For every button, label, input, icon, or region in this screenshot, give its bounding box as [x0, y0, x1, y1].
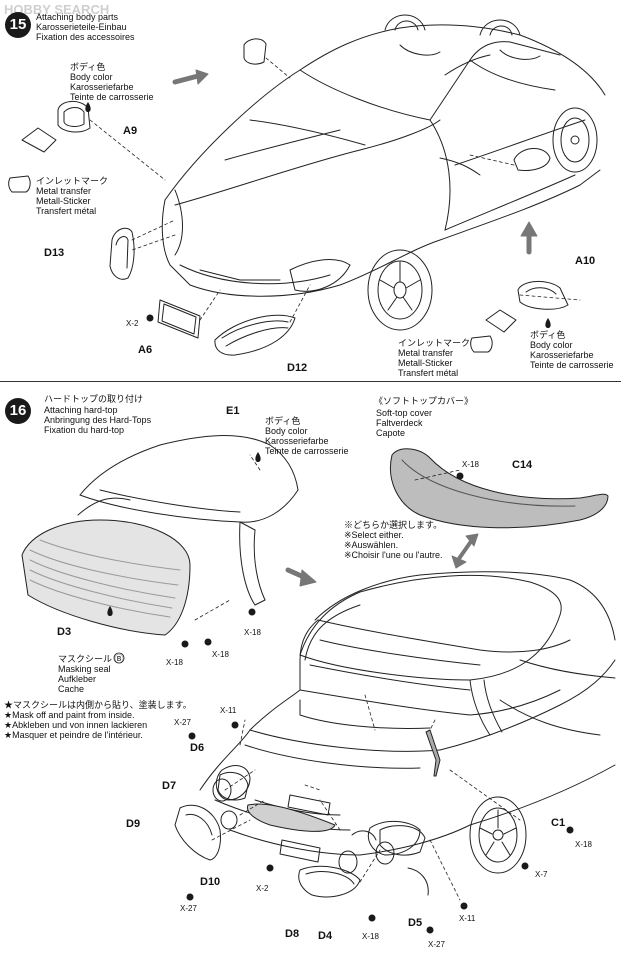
paint-note-en: ★Mask off and paint from inside.	[4, 710, 135, 720]
screw-label-x18-e1: X-18	[244, 628, 261, 637]
watermark-text: HOBBY SEARCH	[4, 2, 110, 17]
step16-body-color-de: Karosseriefarbe	[265, 436, 329, 446]
softtop-note-en: Soft-top cover	[376, 408, 433, 418]
step15-body-color-2-en: Body color	[530, 340, 573, 350]
step-16-number: 16	[5, 398, 31, 424]
screw-label-x18-c1: X-18	[575, 840, 592, 849]
screw-label-x7-c1: X-7	[535, 870, 548, 879]
screw-label-x27-d10: X-27	[180, 904, 197, 913]
step16-title-line-1: ハードトップの取り付け	[44, 394, 144, 404]
part-label-a9: A9	[123, 125, 138, 137]
part-label-d13: D13	[44, 247, 65, 259]
part-label-d4: D4	[318, 930, 333, 942]
masking-note-en: Masking seal	[58, 664, 111, 674]
part-d8-lens	[298, 865, 361, 898]
part-label-a10: A10	[575, 255, 596, 267]
screw-label-x18-d3b: X-18	[212, 650, 229, 659]
step15-metal-transfer-2-fr: Transfert métal	[398, 368, 459, 378]
metal-transfer-shape-2	[470, 335, 493, 353]
screw-label-x27-d5: X-27	[428, 940, 445, 949]
part-d6-d7-lenses	[212, 772, 249, 830]
part-d10-lens	[246, 803, 336, 832]
screw-label-x27-d6: X-27	[174, 718, 191, 727]
step15-body-color-de: Karosseriefarbe	[70, 82, 134, 92]
part-label-d10: D10	[200, 876, 221, 888]
part-label-a6: A6	[138, 344, 153, 356]
part-label-d9: D9	[126, 818, 141, 830]
part-a9-mirror	[21, 101, 91, 153]
screw-label-x2-d10: X-2	[256, 884, 269, 893]
softtop-note-fr: Capote	[376, 428, 406, 438]
part-d4-d5-lenses	[338, 825, 429, 896]
screw-label-x11-d5: X-11	[459, 914, 476, 923]
step15-body-color-2-de: Karosseriefarbe	[530, 350, 594, 360]
screw-label-x18-d3a: X-18	[166, 658, 183, 667]
part-label-c1: C1	[551, 817, 566, 829]
step15-body-color-2-jp: ボディ色	[530, 330, 566, 340]
part-label-c14: C14	[512, 459, 533, 471]
step15-metal-transfer-fr: Transfert métal	[36, 206, 97, 216]
part-c1-antenna	[425, 729, 441, 777]
part-a10-mirror	[485, 281, 569, 333]
step15-body-color-jp: ボディ色	[70, 62, 106, 72]
step15-body-color-fr: Teinte de carrosserie	[70, 92, 154, 102]
screw-label-x18-c14: X-18	[462, 460, 479, 469]
softtop-note-de: Faltverdeck	[376, 418, 423, 428]
metal-transfer-shape	[8, 175, 31, 193]
step15-metal-transfer-2-jp: インレットマーク	[398, 338, 471, 348]
select-note-fr: ※Choisir l'une ou l'autre.	[344, 550, 443, 560]
part-label-d5: D5	[408, 917, 423, 929]
part-d12-lens	[214, 314, 296, 356]
step16-title-line-3: Anbringung des Hard-Tops	[44, 415, 152, 425]
part-label-d12: D12	[287, 362, 308, 374]
part-a6-plate	[157, 299, 201, 339]
step15-title-line-2: Karosserieteile-Einbau	[36, 22, 127, 32]
side-mirror-right	[243, 38, 551, 171]
part-d9-lens	[174, 804, 221, 861]
part-label-d8: D8	[285, 928, 300, 940]
step16-body-color-en: Body color	[265, 426, 308, 436]
part-d3-rear-window	[21, 519, 191, 636]
screw-label-x11-d6: X-11	[220, 706, 237, 715]
masking-note-jp: マスクシール Ⓑ	[58, 654, 124, 664]
masking-note-fr: Cache	[58, 684, 85, 694]
paint-note-de: ★Abkleben und von innen lackieren	[4, 720, 148, 730]
car-body-step15	[161, 14, 606, 331]
softtop-note-jp: 《ソフトトップカバー》	[374, 396, 474, 406]
step15-metal-transfer-2-en: Metal transfer	[398, 348, 454, 358]
part-label-e1: E1	[226, 405, 240, 417]
part-d13-lens	[109, 227, 135, 280]
step15-title-line-3: Fixation des accessoires	[36, 32, 135, 42]
part-c14-softtop	[390, 448, 609, 529]
part-e1-hardtop	[77, 435, 299, 606]
step-divider	[0, 381, 621, 382]
step15-metal-transfer-en: Metal transfer	[36, 186, 92, 196]
car-body-step16	[199, 571, 616, 874]
screw-label-x2-step15: X-2	[126, 319, 139, 328]
hardtop-on-car	[299, 574, 562, 736]
step16-body-color-jp: ボディ色	[265, 416, 301, 426]
step15-body-color-en: Body color	[70, 72, 113, 82]
paint-note-fr: ★Masquer et peindre de l'intérieur.	[4, 730, 143, 740]
step15-metal-transfer-jp: インレットマーク	[36, 176, 109, 186]
step15-metal-transfer-2-de: Metall-Sticker	[398, 358, 453, 368]
screw-label-x18-d4: X-18	[362, 932, 379, 941]
step16-body-color-fr: Teinte de carrosserie	[265, 446, 349, 456]
step15-body-color-2-fr: Teinte de carrosserie	[530, 360, 614, 370]
paint-note-jp: ★マスクシールは内側から貼り、塗装します。	[4, 700, 192, 710]
part-label-d6: D6	[190, 742, 205, 754]
select-note-en: ※Select either.	[344, 530, 404, 540]
step15-title-line-1: Attaching body parts	[36, 12, 119, 22]
step-15-number: 15	[5, 12, 31, 38]
part-label-d3: D3	[57, 626, 72, 638]
part-label-d7: D7	[162, 780, 177, 792]
step15-metal-transfer-de: Metall-Sticker	[36, 196, 91, 206]
select-note-jp: ※どちらか選択します。	[344, 520, 443, 530]
step16-title-line-2: Attaching hard-top	[44, 405, 118, 415]
masking-note-de: Aufkleber	[58, 674, 97, 684]
select-note-de: ※Auswählen.	[344, 540, 399, 550]
step16-title-line-4: Fixation du hard-top	[44, 425, 125, 435]
